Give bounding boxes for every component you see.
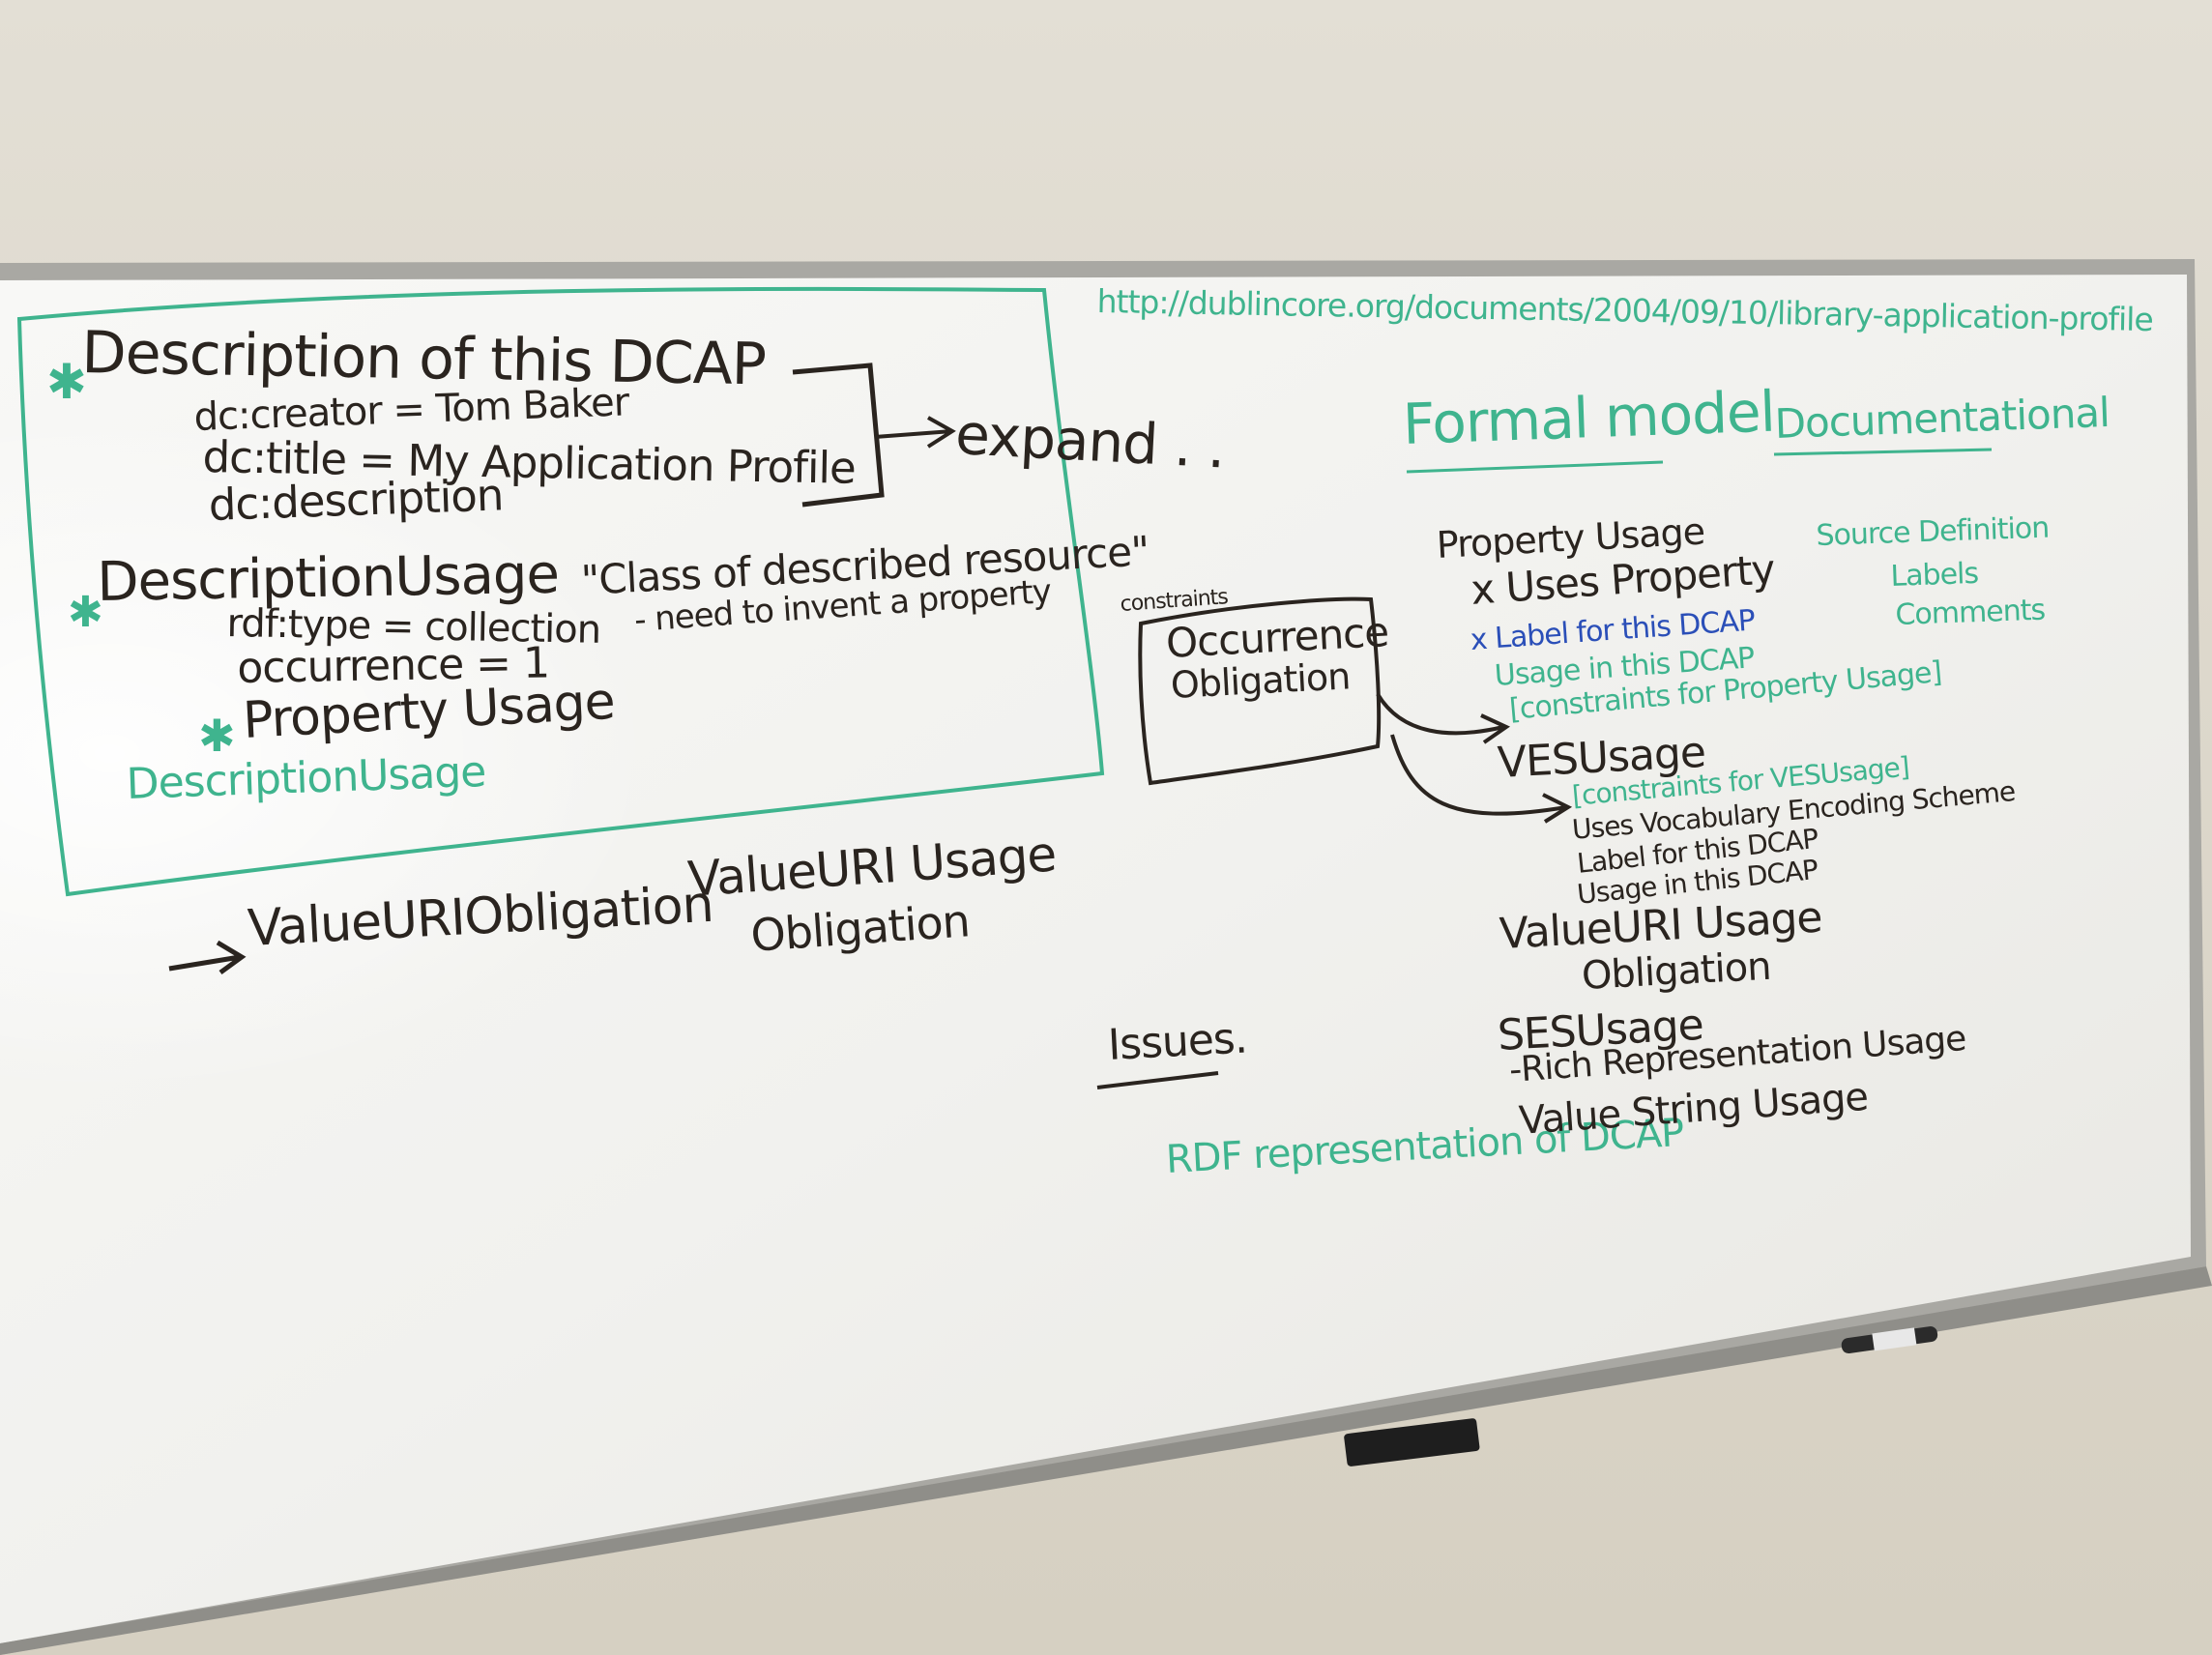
- formal-model-underline: [1406, 460, 1664, 474]
- arrow-to-ves: [1390, 734, 1573, 824]
- bullet-star-2: ✱: [68, 588, 103, 637]
- board-glare: [0, 275, 2191, 1643]
- issues-underline: [1096, 1071, 1219, 1089]
- bullet-star-1: ✱: [46, 354, 87, 410]
- obligation-right: Obligation: [1580, 944, 1772, 999]
- expand-arrow: [874, 416, 956, 449]
- eraser: [1344, 1418, 1480, 1466]
- value-uri-arrow: [168, 940, 247, 975]
- documentational-underline: [1773, 448, 1993, 456]
- arrow-to-constraints: [1376, 692, 1511, 744]
- dc-description: dc:description: [207, 469, 505, 531]
- obligation-center: Obligation: [1169, 654, 1352, 707]
- source-definition: Source Definition: [1815, 510, 2050, 553]
- occurrence-center: Occurrence: [1164, 607, 1390, 667]
- description-usage-green: DescriptionUsage: [125, 747, 487, 809]
- expand-text: expand . .: [953, 401, 1227, 481]
- comments-text: Comments: [1894, 593, 2046, 632]
- issues-text: Issues.: [1106, 1013, 1248, 1070]
- bracket: [792, 363, 885, 508]
- occurrence-box: [1138, 596, 1382, 786]
- marker-tray: [0, 1266, 2212, 1655]
- green-box: [16, 286, 1105, 897]
- documentational-heading: Documentational: [1773, 388, 2110, 448]
- labels-text: Labels: [1889, 556, 1979, 594]
- marker: [1841, 1326, 1938, 1354]
- description-usage: DescriptionUsage: [96, 542, 560, 614]
- formal-model-heading: Formal model: [1401, 378, 1776, 457]
- bullet-star-3: ✱: [198, 710, 236, 762]
- dcap-heading: Description of this DCAP: [80, 319, 767, 399]
